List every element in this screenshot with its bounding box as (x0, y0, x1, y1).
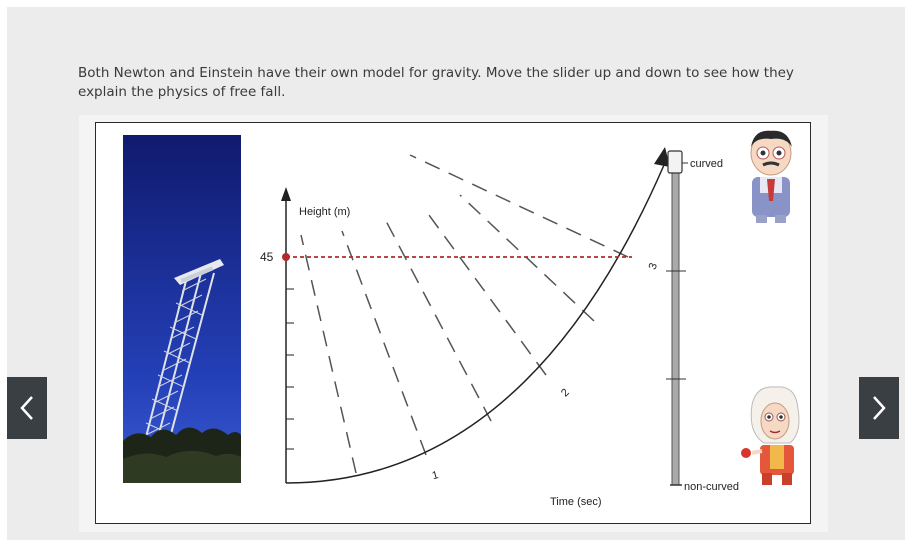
y-axis-ticks (286, 288, 294, 450)
einstein-avatar (750, 130, 792, 223)
x-axis-label: Time (sec) (550, 496, 602, 508)
curve-arrow (654, 147, 670, 167)
slider-label-top: curved (690, 158, 723, 170)
intro-text: Both Newton and Einstein have their own … (78, 64, 794, 100)
height-marker-dot (282, 253, 290, 261)
curve-mark-1: 1 (431, 469, 440, 482)
newton-avatar (741, 386, 800, 485)
curve-mark-3: 3 (647, 261, 660, 271)
slider-thumb[interactable] (667, 150, 683, 174)
y-axis-label: Height (m) (299, 206, 350, 218)
chart-axes (285, 164, 665, 484)
next-button[interactable] (859, 377, 899, 439)
curve-mark-2: 2 (559, 387, 572, 400)
tower-photo (123, 135, 241, 483)
previous-button[interactable] (7, 377, 47, 439)
chevron-right-icon (873, 396, 886, 420)
y-axis-arrow (281, 187, 291, 201)
height-value-label: 45 (260, 250, 274, 264)
spacetime-grid-lines (300, 154, 629, 474)
slider-label-bottom: non-curved (684, 481, 739, 493)
curvature-slider[interactable] (666, 150, 688, 486)
gravity-figure: 45 Height (m) Time (sec) 1 2 3 curved no… (95, 122, 811, 524)
chevron-left-icon (20, 396, 33, 420)
slider-track[interactable] (671, 156, 680, 486)
